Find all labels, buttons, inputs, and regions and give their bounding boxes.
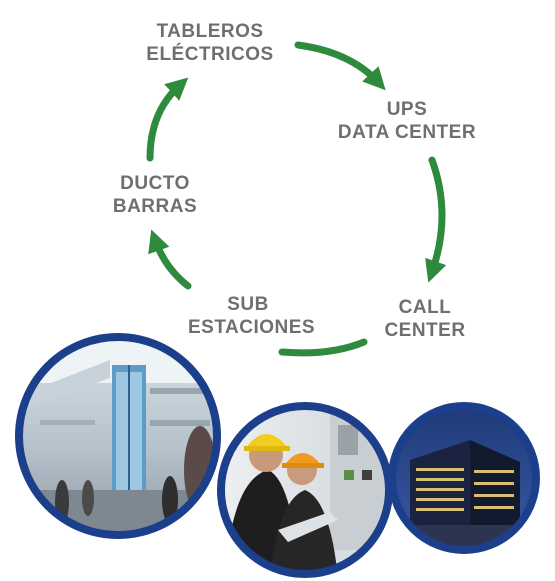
node-label-line1: DUCTO xyxy=(120,173,190,194)
arrow-ducto-to-tableros xyxy=(146,77,189,162)
node-label-line1: SUB xyxy=(227,294,269,315)
arrow-call-to-sub xyxy=(278,338,368,357)
node-label-line2: DATA CENTER xyxy=(337,122,477,143)
office-tower-night-photo xyxy=(388,402,540,554)
node-label-line1: UPS xyxy=(386,99,428,120)
node-tableros-electricos: TABLEROS ELÉCTRICOS xyxy=(130,20,290,66)
node-ups-data-center: UPS DATA CENTER xyxy=(322,98,492,144)
node-label-line2: CENTER xyxy=(384,320,466,341)
node-call-center: CALL CENTER xyxy=(375,296,475,342)
arrow-sub-to-ducto xyxy=(148,229,192,290)
node-ducto-barras: DUCTO BARRAS xyxy=(100,172,210,218)
node-label-line1: TABLEROS xyxy=(156,21,264,42)
engineers-with-laptop-photo xyxy=(217,402,393,578)
arrow-ups-to-call xyxy=(425,156,447,283)
node-label-line2: BARRAS xyxy=(112,196,198,217)
arrow-tableros-to-ups xyxy=(294,41,386,91)
node-sub-estaciones: SUB ESTACIONES xyxy=(188,293,316,339)
node-label-line1: CALL xyxy=(398,297,452,318)
node-label-line2: ESTACIONES xyxy=(188,317,316,338)
node-label-line2: ELÉCTRICOS xyxy=(146,44,274,65)
building-atrium-photo xyxy=(15,333,221,539)
